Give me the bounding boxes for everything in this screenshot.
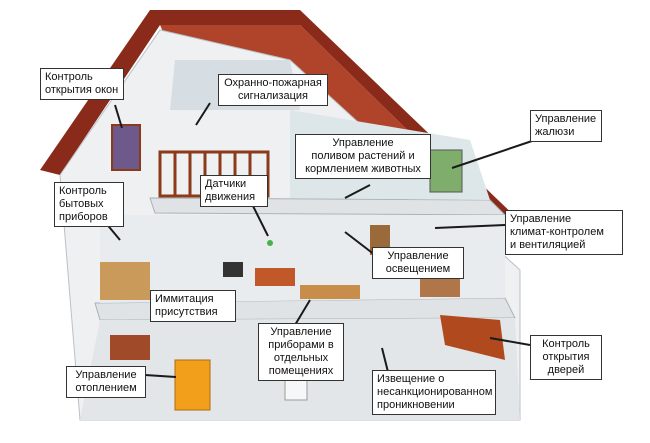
upper-window <box>429 149 463 193</box>
label-heating: Управление отоплением <box>66 366 146 398</box>
sofa <box>255 268 295 286</box>
label-doors: Контроль открытия дверей <box>530 335 602 380</box>
label-presence: Иммитация присутствия <box>150 290 236 322</box>
boiler <box>174 359 211 411</box>
label-intrusion: Извещение о несанкционированном проникно… <box>372 370 496 415</box>
label-appliances: Контроль бытовых приборов <box>54 182 124 227</box>
label-room-devices: Управление приборами в отдельных помещен… <box>258 323 344 381</box>
ground-furniture <box>110 335 150 360</box>
tv <box>223 262 243 277</box>
table <box>300 285 360 299</box>
left-window <box>111 124 141 171</box>
door-stairs <box>440 315 505 360</box>
label-watering: Управление поливом растений и кормлением… <box>295 134 431 179</box>
lamp <box>267 240 273 246</box>
kitchen <box>100 262 150 300</box>
middle-room <box>100 215 505 303</box>
label-motion-sensors: Датчики движения <box>200 175 268 207</box>
shelf <box>420 275 460 297</box>
label-climate: Управление климат-контролем и вентиляцие… <box>505 210 623 255</box>
label-fire-alarm: Охранно-пожарная сигнализация <box>218 74 328 106</box>
label-windows-control: Контроль открытия окон <box>40 68 124 100</box>
label-blinds: Управление жалюзи <box>530 110 602 142</box>
label-lighting: Управление освещением <box>372 247 464 279</box>
